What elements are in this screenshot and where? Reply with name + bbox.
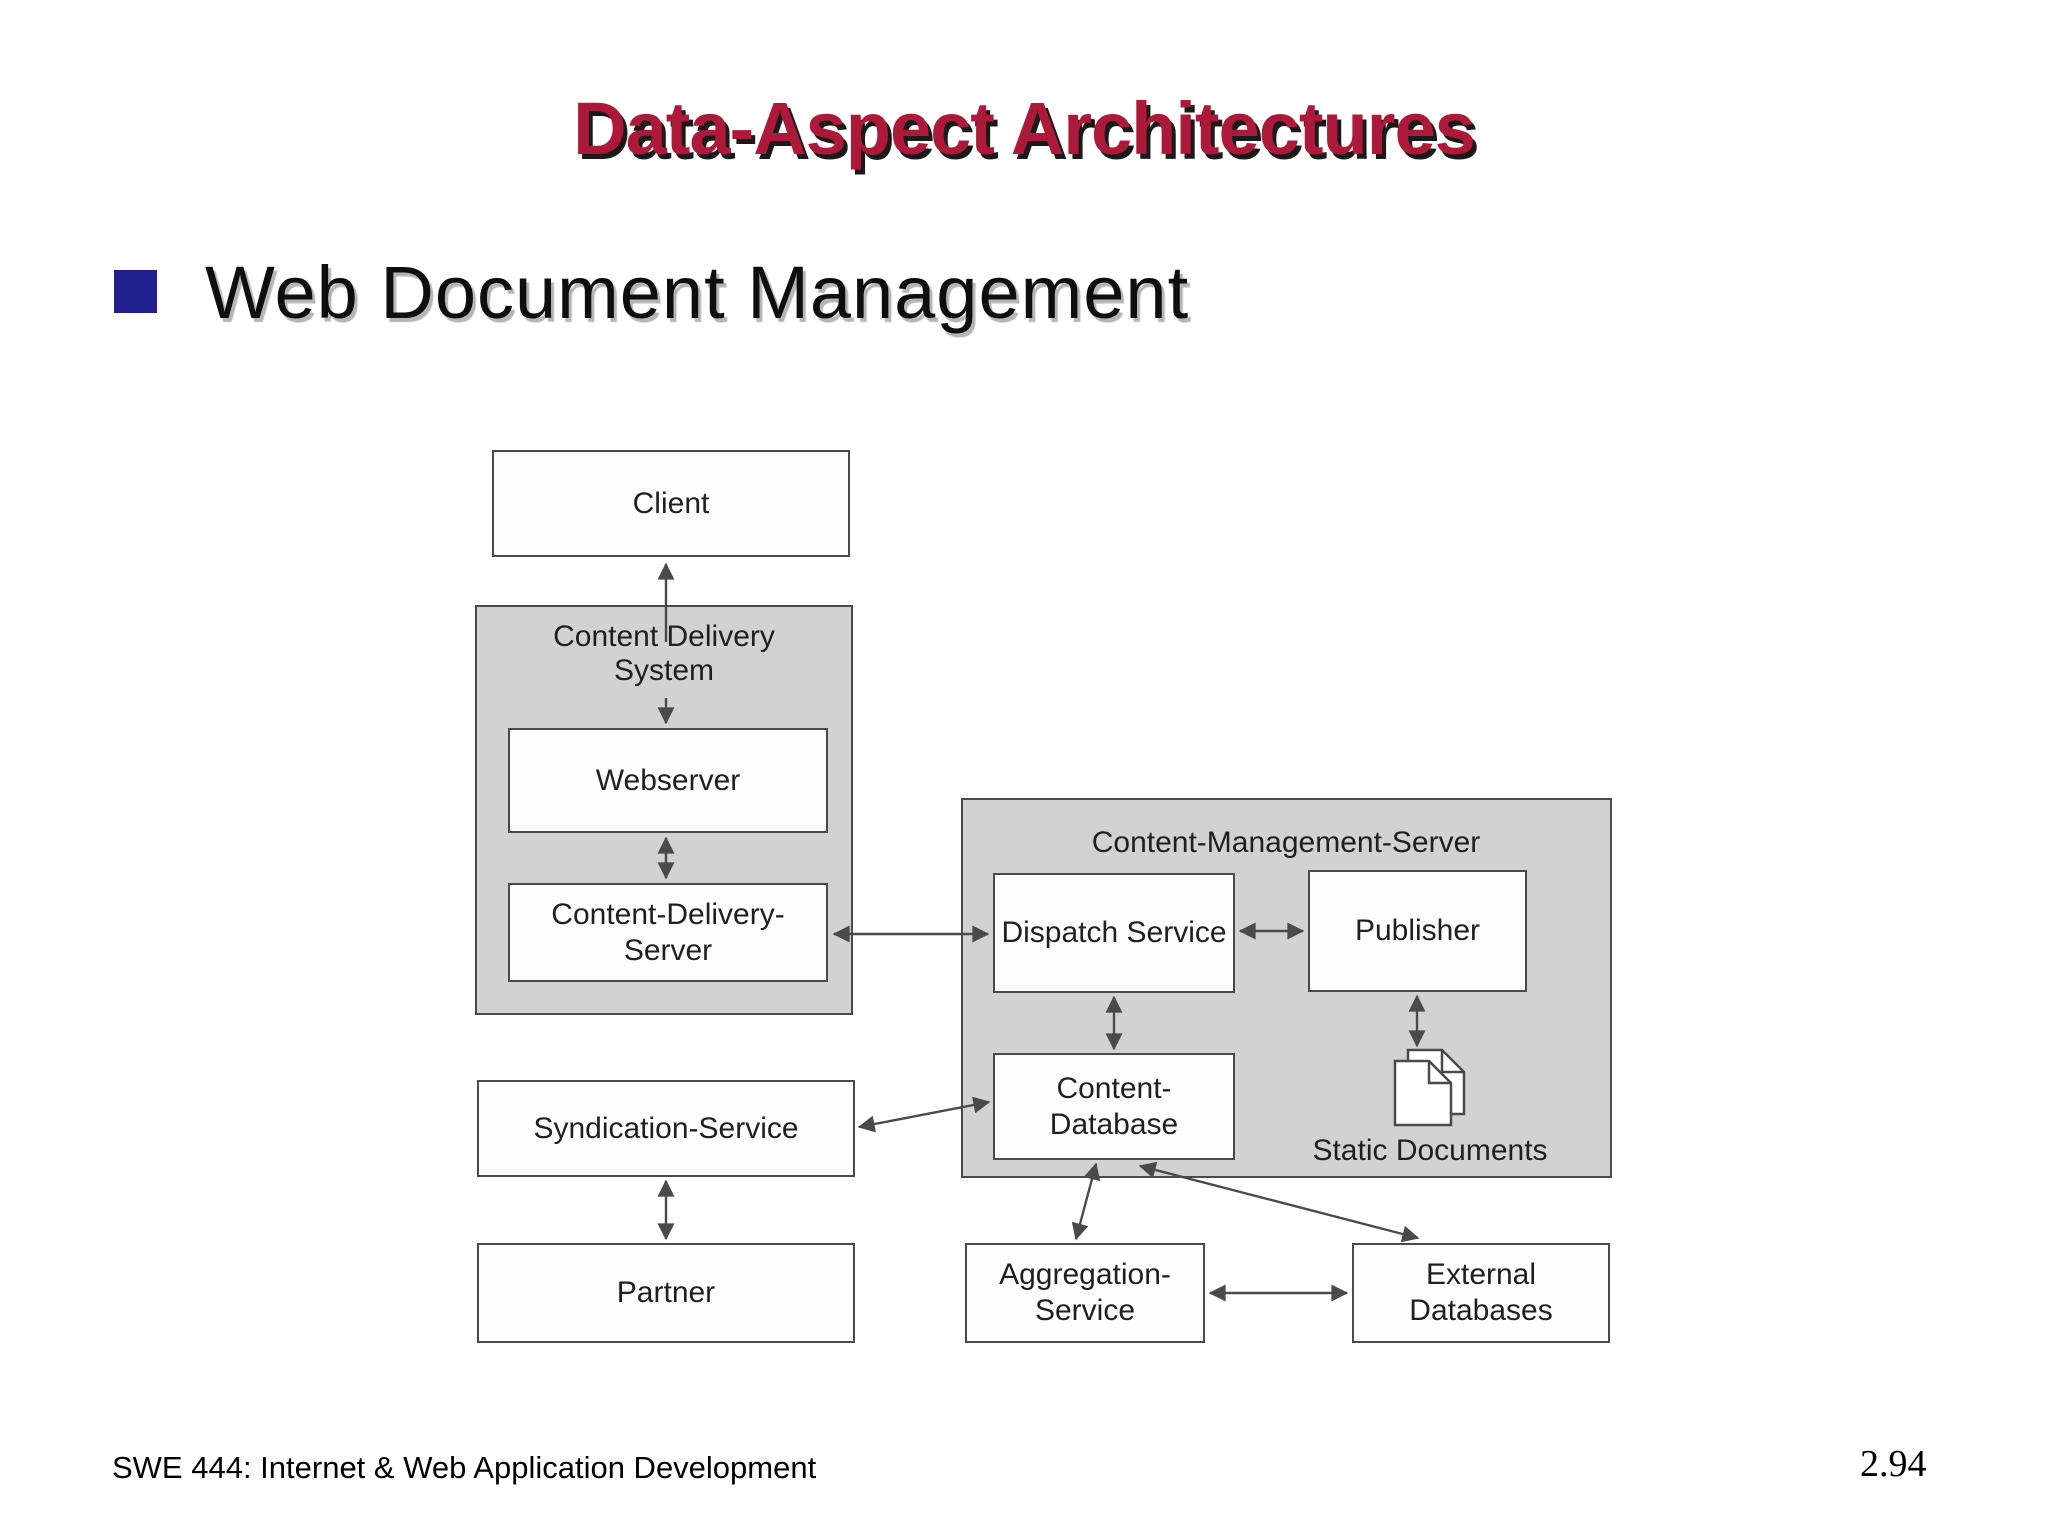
node-syndication-service: Syndication-Service bbox=[477, 1080, 855, 1177]
footer-page-number: 2.94 bbox=[1860, 1443, 1927, 1485]
bullet-square-icon bbox=[114, 270, 157, 313]
node-content-database: Content-Database bbox=[993, 1053, 1235, 1160]
node-partner: Partner bbox=[477, 1243, 855, 1343]
node-dispatch-service: Dispatch Service bbox=[993, 873, 1235, 993]
footer-course-label: SWE 444: Internet & Web Application Deve… bbox=[112, 1450, 817, 1485]
slide-title: Data-Aspect Architectures bbox=[573, 87, 1476, 170]
node-aggregation-service: Aggregation-Service bbox=[965, 1243, 1205, 1343]
node-webserver: Webserver bbox=[508, 728, 828, 833]
label-static-documents: Static Documents bbox=[1312, 1134, 1548, 1167]
container-content-delivery-system-title: Content Delivery System bbox=[553, 620, 775, 687]
bullet-text: Web Document Management bbox=[205, 251, 1190, 334]
node-content-delivery-server: Content-Delivery-Server bbox=[508, 883, 828, 982]
container-content-management-server-title: Content-Management-Server bbox=[1091, 826, 1481, 859]
node-publisher: Publisher bbox=[1308, 870, 1527, 992]
node-external-databases: External Databases bbox=[1352, 1243, 1610, 1343]
node-client: Client bbox=[492, 450, 850, 557]
